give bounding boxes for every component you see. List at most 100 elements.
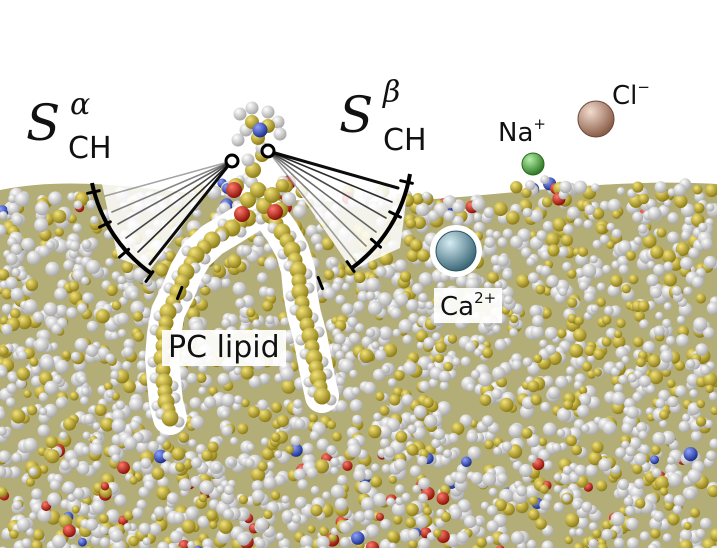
hydrogen-atom xyxy=(478,372,493,387)
hydrogen-atom xyxy=(232,282,247,296)
hydrogen-atom xyxy=(187,540,196,548)
hydrogen-atom xyxy=(418,380,431,392)
hydrogen-atom xyxy=(543,422,557,437)
carbon-atom xyxy=(577,246,589,257)
hydrogen-atom xyxy=(626,517,639,531)
s-alpha-label: S α CH xyxy=(26,87,112,166)
carbon-atom xyxy=(628,274,639,285)
ch-bond-vector xyxy=(267,150,357,263)
hydrogen-atom xyxy=(653,325,665,337)
hydrogen-atom xyxy=(642,341,656,354)
hydrogen-atom xyxy=(111,418,126,433)
scale-tick xyxy=(345,260,356,273)
hydrogen-atom xyxy=(418,493,428,503)
hydrogen-atom xyxy=(569,472,580,483)
carbon-atom xyxy=(541,196,553,208)
hydrogen-atom xyxy=(502,228,513,239)
carbon-atom xyxy=(654,475,670,490)
hydrogen-atom xyxy=(413,405,427,419)
hydrogen-atom xyxy=(652,432,666,446)
hydrogen-atom xyxy=(8,194,17,203)
carbon-atom xyxy=(104,382,113,391)
hydrogen-atom xyxy=(486,520,499,533)
beta-carbon-marker xyxy=(260,143,276,159)
hydrogen-atom xyxy=(91,500,106,514)
hydrogen-atom xyxy=(334,333,346,345)
hydrogen-atom xyxy=(354,323,365,333)
hydrogen-atom xyxy=(484,236,496,248)
carbon-atom xyxy=(647,354,661,368)
hydrogen-atom xyxy=(617,478,630,491)
hydrogen-atom xyxy=(682,413,691,422)
hydrogen-atom xyxy=(26,528,35,537)
nitrogen-atom xyxy=(194,545,202,548)
hydrogen-atom xyxy=(477,335,486,344)
hydrogen-atom xyxy=(203,545,212,548)
hydrogen-atom xyxy=(281,495,290,504)
carbon-atom xyxy=(276,414,289,428)
hydrogen-atom xyxy=(153,506,166,518)
hydrogen-atom xyxy=(357,290,369,303)
carbon-atom xyxy=(359,348,374,363)
hydrogen-atom xyxy=(217,373,230,386)
hydrogen-atom xyxy=(449,507,462,520)
hydrogen-atom xyxy=(562,465,573,475)
hydrogen-atom xyxy=(540,265,552,277)
hydrogen-atom xyxy=(255,538,266,548)
hydrogen-atom xyxy=(8,373,18,383)
carbon-atom xyxy=(510,181,523,194)
carbon-atom xyxy=(323,269,335,281)
hydrogen-atom xyxy=(602,421,617,436)
carbon-atom xyxy=(198,494,208,503)
hydrogen-atom xyxy=(199,480,214,495)
sodium-label: Na+ xyxy=(498,115,546,148)
hydrogen-atom xyxy=(353,301,365,313)
carbon-atom xyxy=(616,318,626,328)
hydrogen-atom xyxy=(432,332,441,341)
hydrogen-atom xyxy=(128,397,144,412)
hydrogen-atom xyxy=(433,428,446,441)
hydrogen-atom xyxy=(409,465,422,478)
hydrogen-atom xyxy=(203,396,217,409)
hydrogen-atom xyxy=(653,511,665,522)
hydrogen-atom xyxy=(639,531,650,542)
carbon-atom xyxy=(387,530,400,543)
hydrogen-atom xyxy=(538,449,551,462)
carbon-atom xyxy=(201,449,213,462)
hydrogen-atom xyxy=(494,338,507,351)
carbon-atom xyxy=(634,310,645,322)
carbon-atom xyxy=(257,461,268,472)
hydrogen-atom xyxy=(542,460,553,471)
carbon-atom xyxy=(434,353,444,363)
hydrogen-atom xyxy=(686,359,696,369)
carbon-atom xyxy=(263,509,273,520)
hydrogen-atom xyxy=(388,542,397,548)
hydrogen-atom xyxy=(0,211,8,220)
hydrogen-atom xyxy=(647,206,662,221)
carbon-atom xyxy=(695,416,707,427)
hydrogen-atom xyxy=(621,355,630,364)
carbon-atom xyxy=(632,181,644,193)
hydrogen-atom xyxy=(244,458,255,468)
scale-tick xyxy=(399,179,414,185)
hydrogen-atom xyxy=(679,529,693,542)
hydrogen-atom xyxy=(348,332,361,345)
carbon-atom xyxy=(410,239,423,252)
hydrogen-atom xyxy=(86,320,99,333)
ch-bond-vector xyxy=(125,160,233,239)
hydrogen-atom xyxy=(611,228,622,239)
ch-bond-vector xyxy=(267,150,367,247)
carbon-atom xyxy=(271,432,281,443)
hydrogen-atom xyxy=(646,384,656,394)
hydrogen-atom xyxy=(553,473,562,482)
hydrogen-atom xyxy=(617,240,632,255)
hydrogen-atom xyxy=(147,440,159,452)
hydrogen-atom xyxy=(381,464,392,474)
carbon-atom xyxy=(285,445,295,454)
hydrogen-atom xyxy=(588,538,598,548)
hydrogen-atom xyxy=(695,528,706,539)
hydrogen-atom xyxy=(178,478,192,492)
hydrogen-atom xyxy=(481,415,494,427)
hydrogen-atom xyxy=(391,502,406,517)
hydrogen-atom xyxy=(291,514,302,524)
